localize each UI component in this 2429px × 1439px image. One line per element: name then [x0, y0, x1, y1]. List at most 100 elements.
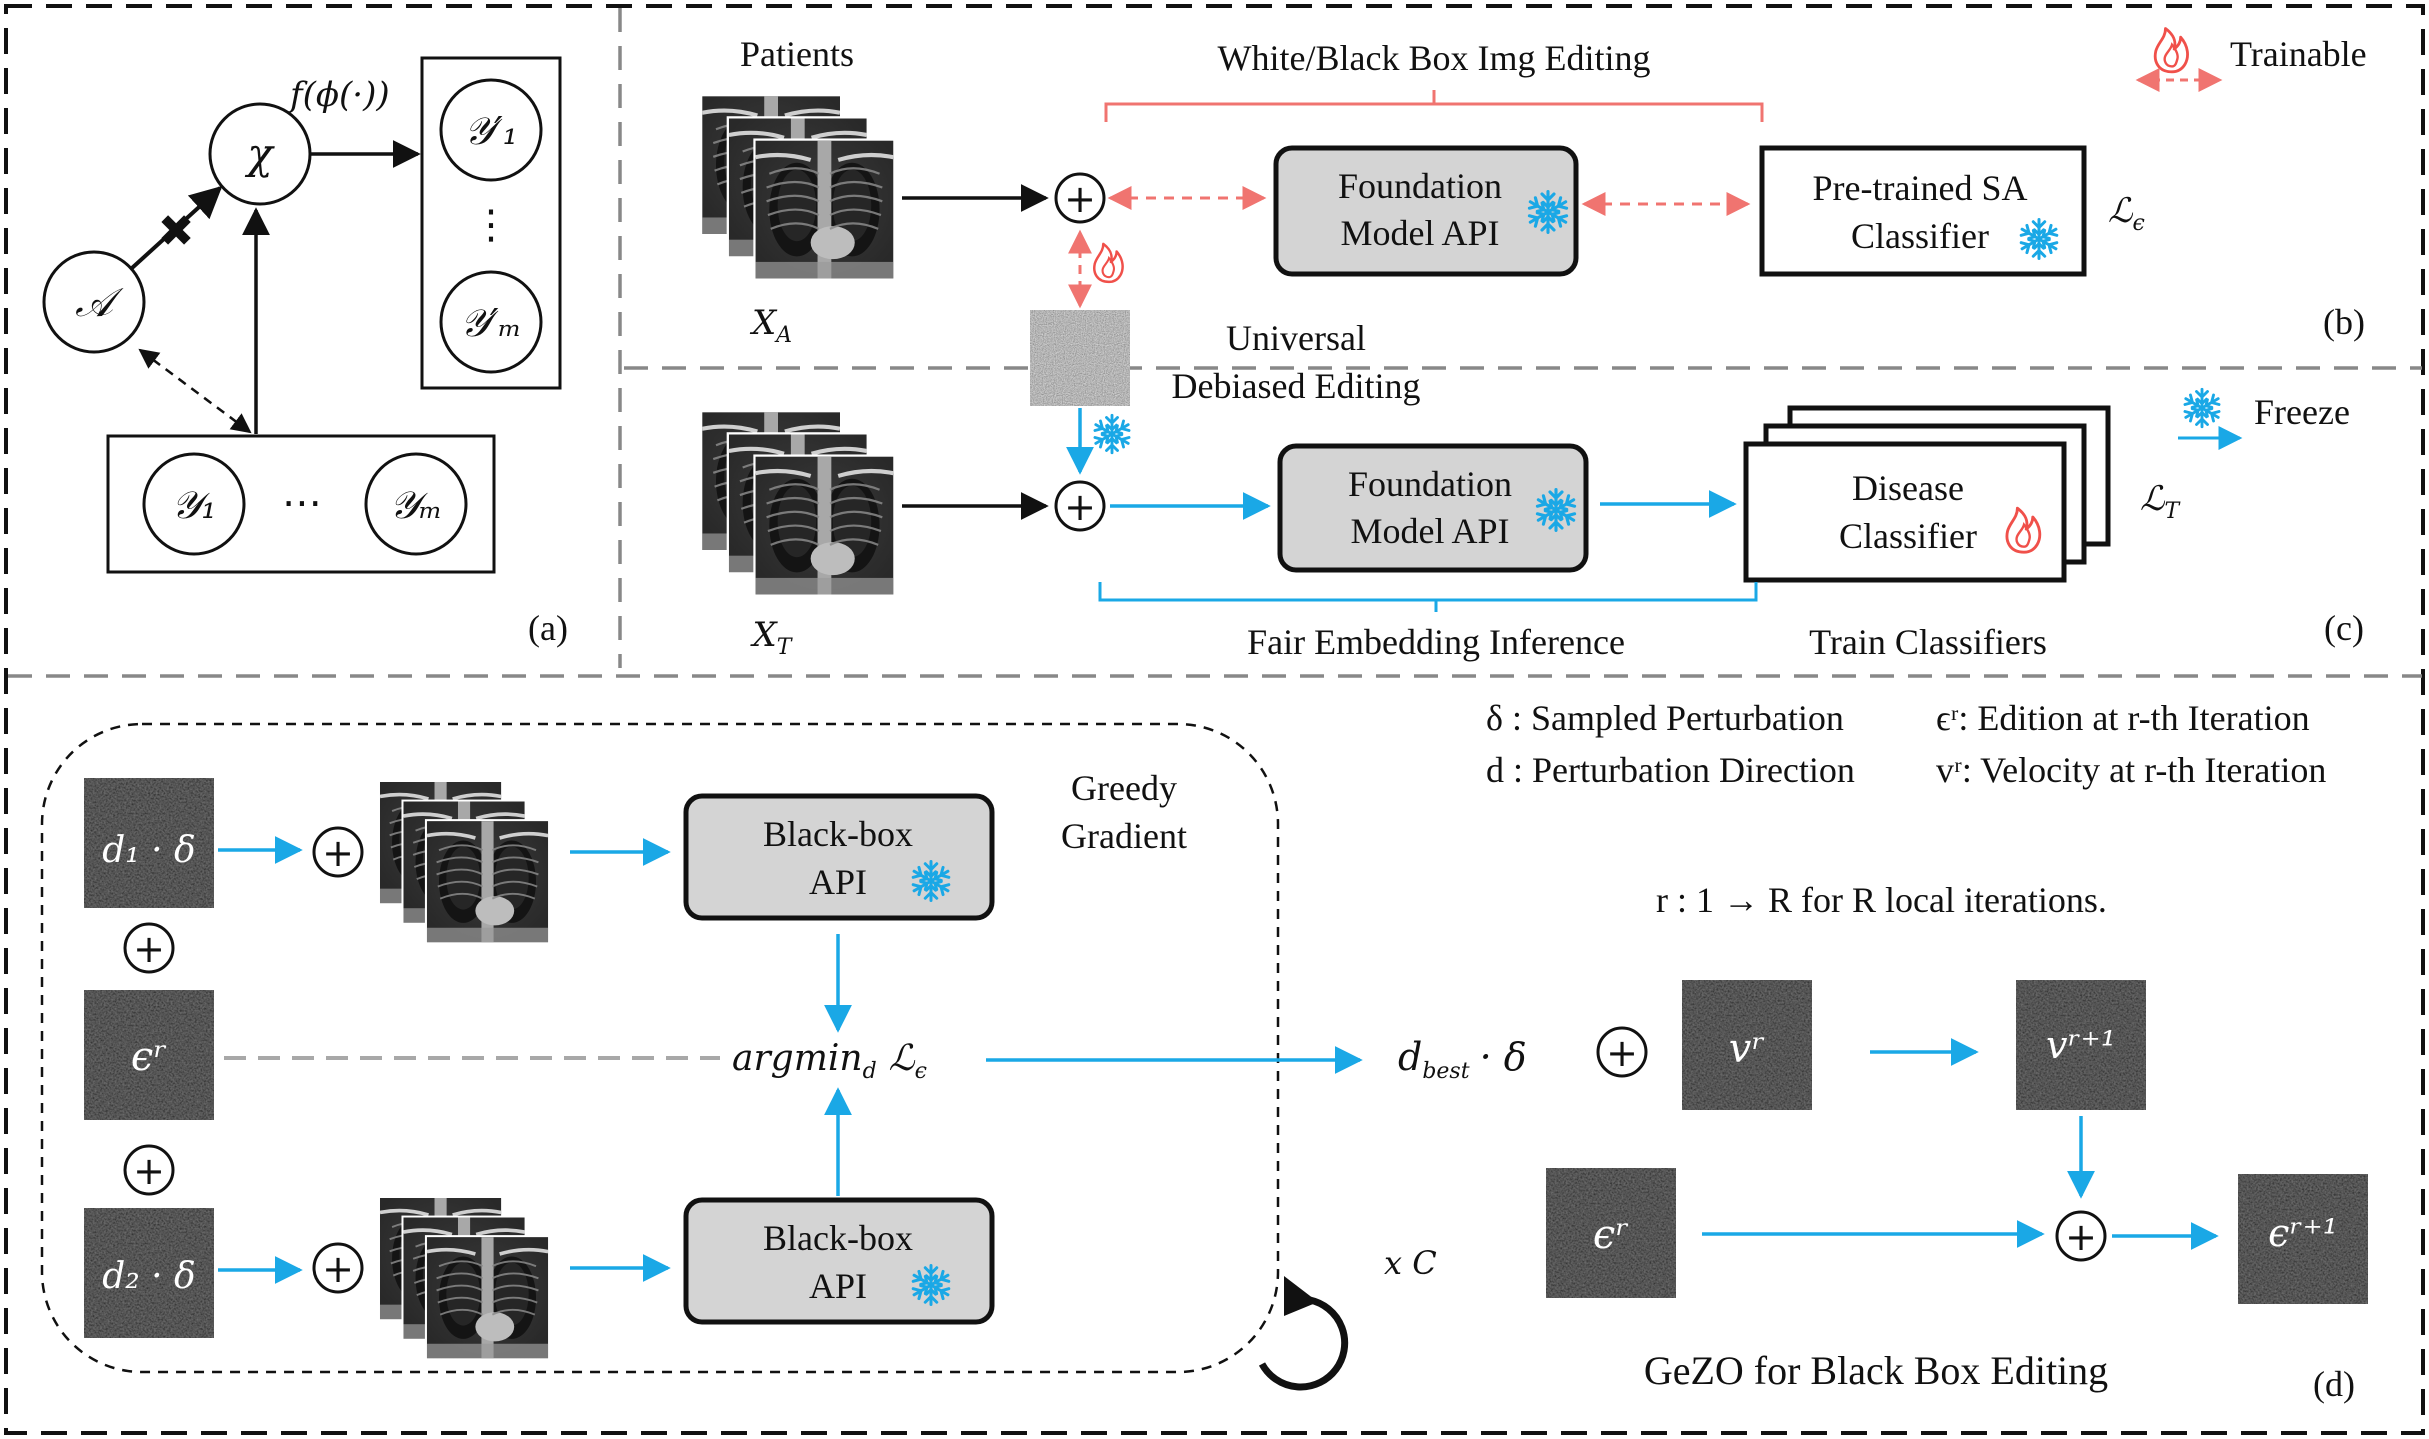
foundation-model-box-c: [1277, 443, 1589, 573]
xray-stack-icon-c: [700, 410, 896, 597]
fm-c-line2: Model API: [1350, 511, 1509, 551]
plus-d2: [312, 1242, 364, 1294]
gezo-title: GeZO for Black Box Editing: [1644, 1348, 2108, 1393]
eps-r-right-label: ϵʳ: [1593, 1212, 1629, 1258]
plus-mid-1: [123, 922, 175, 974]
sa-line2: Classifier: [1851, 216, 1989, 256]
universal-line2: Debiased Editing: [1172, 366, 1421, 406]
greedy-line2: Gradient: [1061, 816, 1187, 856]
times-c-label: x C: [1384, 1244, 1437, 1282]
legend-eps: ϵʳ: Edition at r-th Iteration: [1936, 698, 2310, 738]
node-out-1: [439, 78, 543, 182]
brace-label: White/Black Box Img Editing: [1218, 38, 1651, 78]
xray-stack-icon-d2: [378, 1196, 550, 1360]
node-out-1-label: 𝒴′₁: [464, 109, 518, 153]
brace-editing: [1104, 90, 1764, 122]
panel-c-tag: (c): [2324, 608, 2364, 648]
v-r-label: vʳ: [1729, 1026, 1765, 1072]
bracket-fair: [1098, 582, 1758, 612]
panel-dividers: [8, 8, 2422, 678]
loop-arrow-head: [1284, 1276, 1318, 1316]
plus-mid-1-label: +: [133, 927, 165, 971]
eps-r-label: ϵʳ: [131, 1034, 167, 1080]
out-dots: ⋮: [471, 202, 511, 248]
node-ym: [364, 452, 468, 556]
fm-b-line1: Foundation: [1338, 166, 1502, 206]
noise-tile-icon: [1030, 310, 1130, 406]
fm-b-line2: Model API: [1340, 213, 1499, 253]
panel-d-tag: (d): [2313, 1364, 2355, 1404]
node-out-m-label: 𝒴′ₘ: [460, 301, 522, 345]
panel-frames: [4, 4, 2425, 1435]
plus-node-c: [1054, 480, 1106, 532]
node-y1-label: 𝒴₁: [171, 483, 216, 527]
foundation-model-box-b: [1273, 145, 1579, 277]
legend-d: d : Perturbation Direction: [1486, 750, 1855, 790]
xa-label: XA: [749, 303, 792, 348]
plus-final-label: +: [2065, 1215, 2097, 1259]
legend-v: vʳ: Velocity at r-th Iteration: [1936, 750, 2326, 790]
iter-note: r : 1 → R for R local iterations.: [1656, 880, 2107, 920]
panel-c: XT + Foundation Model API Disease Classi…: [700, 389, 2364, 662]
greedy-line1: Greedy: [1071, 768, 1177, 808]
plus-mid-2-label: +: [133, 1149, 165, 1193]
bb2-line2: API: [809, 1266, 867, 1306]
plus-dbest-label: +: [1606, 1031, 1638, 1075]
edge-a-chi: [130, 185, 223, 270]
loss-eps-label: ℒϵ: [2108, 191, 2145, 236]
xray-stack-icon-b: [700, 94, 896, 281]
loss-t-label: ℒT: [2140, 479, 2182, 524]
plus-mid-2: [123, 1144, 175, 1196]
panel-a-tag: (a): [528, 608, 568, 648]
fm-c-line1: Foundation: [1348, 464, 1512, 504]
d2-label: d₂ · δ: [102, 1256, 195, 1297]
node-a: [42, 250, 146, 354]
legend-delta: δ : Sampled Perturbation: [1486, 698, 1844, 738]
universal-line1: Universal: [1226, 318, 1366, 358]
blackbox-api-box-1: [683, 793, 995, 921]
node-y1: [142, 452, 246, 556]
snowflake-icon-noise: [1093, 415, 1131, 452]
plus-d1: [312, 826, 364, 878]
block-mark: ✖: [158, 206, 195, 257]
sa-line1: Pre-trained SA: [1813, 168, 2028, 208]
plus-dbest: [1596, 1026, 1648, 1078]
bb1-line1: Black-box: [763, 814, 913, 854]
universal-editing: Universal Debiased Editing: [1030, 229, 1421, 475]
plus-c-label: +: [1064, 485, 1096, 529]
bb2-line1: Black-box: [763, 1218, 913, 1258]
edge-a-labels: [138, 348, 252, 434]
outputs-box: [420, 56, 562, 390]
xray-stack-icon-d1: [378, 780, 550, 944]
dbest-label: dbest· δ: [1398, 1035, 1527, 1084]
flame-icon-noise: [1093, 242, 1124, 284]
trainable-label: Trainable: [2230, 34, 2367, 74]
bb1-line2: API: [809, 862, 867, 902]
node-chi-label: χ: [244, 129, 275, 178]
plus-d2-label: +: [322, 1247, 354, 1291]
snowflake-icon-legend: [2183, 389, 2221, 426]
node-out-m: [439, 270, 543, 374]
d1-label: d₁ · δ: [102, 830, 195, 871]
train-label: Train Classifiers: [1809, 622, 2047, 662]
eps-r1-label: ϵʳ⁺¹: [2268, 1211, 2338, 1255]
freeze-label: Freeze: [2254, 392, 2350, 432]
dc-line1: Disease: [1852, 468, 1964, 508]
panel-a: f(ϕ(·)) χ 𝒜 ✖ 𝒴′₁ ⋮ 𝒴′ₘ 𝒴₁ ⋯ 𝒴ₘ (a): [42, 56, 568, 648]
panel-d: Greedy Gradient d₁ · δ + Black-box API +…: [40, 698, 2368, 1404]
dc-line2: Classifier: [1839, 516, 1977, 556]
panel-b: Patients XA + White/Black Box Img Editin…: [700, 27, 2367, 348]
loop-arrow: [1258, 1296, 1349, 1391]
flame-icon-legend: [2153, 27, 2189, 74]
v-r1-label: vʳ⁺¹: [2046, 1023, 2116, 1067]
plus-node-b: [1054, 172, 1106, 224]
patients-label: Patients: [740, 34, 854, 74]
node-ym-label: 𝒴ₘ: [389, 483, 442, 527]
fair-label: Fair Embedding Inference: [1247, 622, 1625, 662]
labels-box: [106, 434, 496, 574]
blackbox-api-box-2: [683, 1197, 995, 1325]
panel-b-tag: (b): [2323, 302, 2365, 342]
plus-d1-label: +: [322, 831, 354, 875]
